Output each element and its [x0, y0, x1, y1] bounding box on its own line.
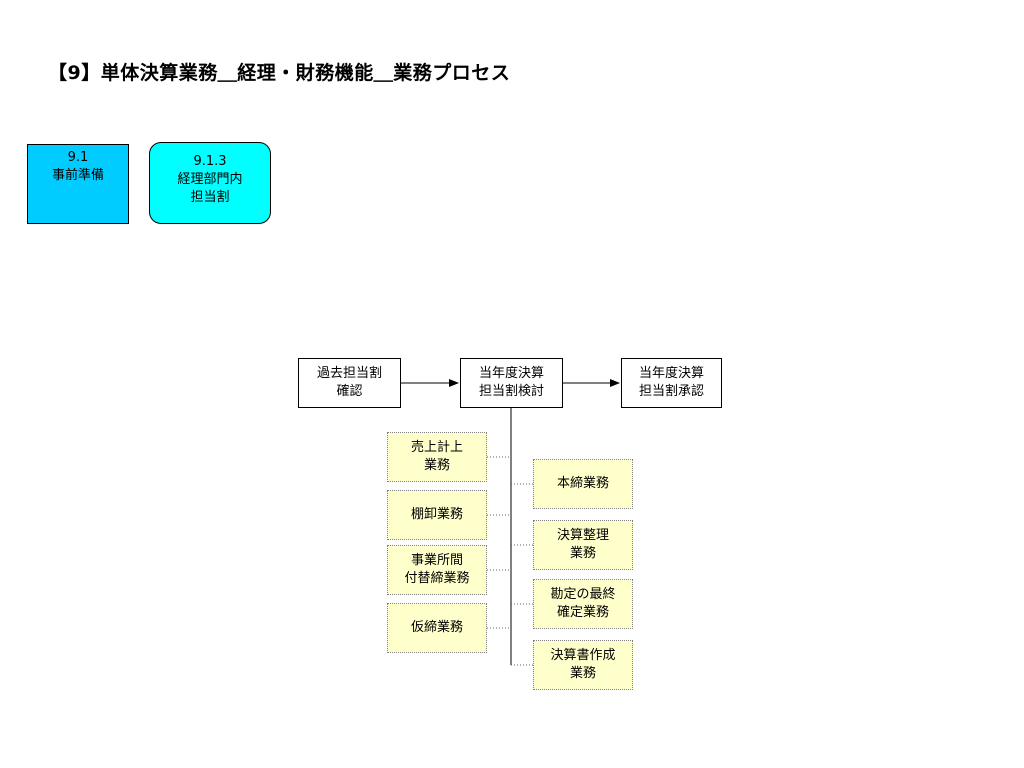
- flow-box-line2: 担当割承認: [638, 384, 704, 399]
- subsection-box-9-1-3[interactable]: 9.1.3 経理部門内 担当割: [149, 142, 271, 224]
- task-box-interoffice[interactable]: 事業所間 付替締業務: [387, 545, 487, 595]
- task-line2: 業務: [569, 666, 596, 681]
- task-line1: 勘定の最終: [550, 587, 616, 602]
- task-line1: 本締業務: [556, 476, 609, 491]
- task-line2: 業務: [423, 458, 450, 473]
- task-line1: 売上計上: [410, 440, 463, 455]
- flow-box-line2: 確認: [336, 384, 363, 399]
- task-box-account-finalize[interactable]: 勘定の最終 確定業務: [533, 579, 633, 629]
- section-label: 事前準備: [51, 168, 104, 183]
- flow-box-current-approval[interactable]: 当年度決算 担当割承認: [621, 358, 722, 408]
- task-line1: 事業所間: [410, 553, 463, 568]
- subsection-number: 9.1.3: [193, 154, 227, 169]
- flow-box-line2: 担当割検討: [478, 384, 544, 399]
- flow-box-past-assignment[interactable]: 過去担当割 確認: [298, 358, 401, 408]
- flow-box-line1: 当年度決算: [638, 366, 704, 381]
- task-box-inventory[interactable]: 棚卸業務: [387, 490, 487, 540]
- task-box-final-close[interactable]: 本締業務: [533, 459, 633, 509]
- task-line2: 付替締業務: [404, 571, 470, 586]
- task-box-adjustment[interactable]: 決算整理 業務: [533, 520, 633, 570]
- task-line2: 確定業務: [556, 605, 609, 620]
- task-line1: 決算書作成: [550, 648, 616, 663]
- section-box-9-1[interactable]: 9.1 事前準備: [27, 144, 129, 224]
- flow-box-current-review[interactable]: 当年度決算 担当割検討: [460, 358, 563, 408]
- flow-box-line1: 当年度決算: [478, 366, 544, 381]
- flow-box-line1: 過去担当割: [316, 366, 382, 381]
- task-line1: 仮締業務: [410, 620, 463, 635]
- subsection-line2: 担当割: [190, 190, 230, 205]
- task-line2: 業務: [569, 546, 596, 561]
- subsection-line1: 経理部門内: [177, 172, 243, 187]
- page-title: 【9】単体決算業務＿経理・財務機能＿業務プロセス: [48, 62, 511, 84]
- section-number: 9.1: [67, 150, 89, 165]
- task-box-sales[interactable]: 売上計上 業務: [387, 432, 487, 482]
- task-box-statements[interactable]: 決算書作成 業務: [533, 640, 633, 690]
- task-box-provisional-close[interactable]: 仮締業務: [387, 603, 487, 653]
- task-line1: 棚卸業務: [410, 507, 463, 522]
- task-line1: 決算整理: [556, 528, 609, 543]
